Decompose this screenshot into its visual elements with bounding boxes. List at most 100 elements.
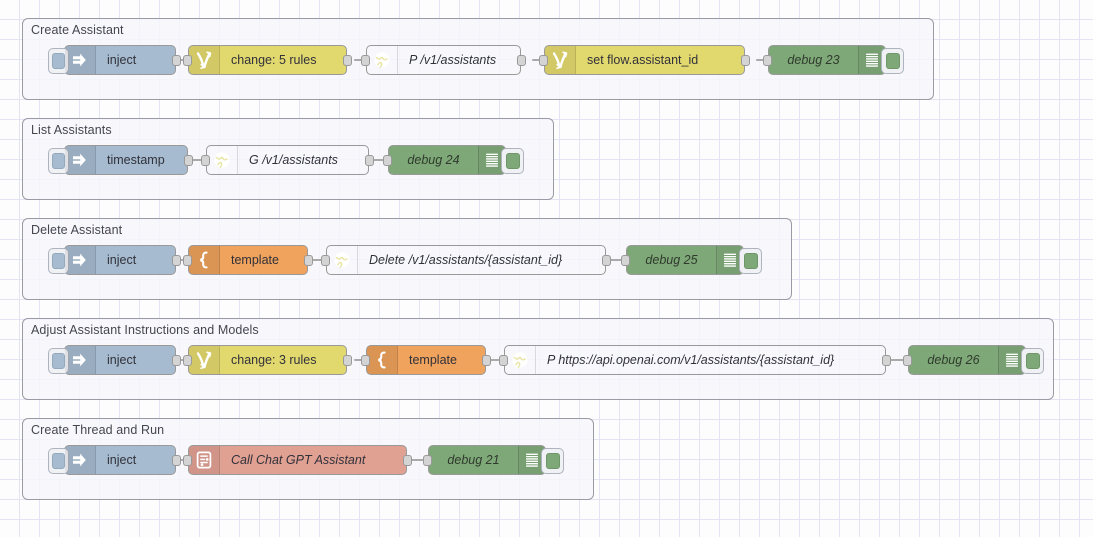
node-output-port[interactable] [882, 355, 891, 366]
node-icon [207, 146, 238, 174]
http-request-node[interactable]: G /v1/assistants [201, 145, 374, 175]
inject-trigger-button[interactable] [48, 148, 69, 174]
inject-node[interactable]: inject [48, 445, 181, 475]
globe-icon [214, 152, 230, 168]
http-request-node[interactable]: P https://api.openai.com/v1/assistants/{… [499, 345, 891, 375]
node-output-port[interactable] [482, 355, 491, 366]
http-request-node[interactable]: Delete /v1/assistants/{assistant_id} [321, 245, 611, 275]
node-output-port[interactable] [741, 55, 750, 66]
debug-toggle-button[interactable] [739, 248, 762, 274]
debug-node[interactable]: debug 26 [903, 345, 1044, 375]
inject-node[interactable]: timestamp [48, 145, 193, 175]
debug-toggle-button[interactable] [881, 48, 904, 74]
wire[interactable] [176, 459, 188, 461]
wire[interactable] [886, 359, 908, 361]
http-request-node[interactable]: P /v1/assistants [361, 45, 526, 75]
node-input-port[interactable] [383, 155, 392, 166]
wire[interactable] [308, 259, 326, 261]
node-output-port[interactable] [517, 55, 526, 66]
node-output-port[interactable] [343, 55, 352, 66]
globe-icon [374, 52, 390, 68]
inject-trigger-button[interactable] [48, 248, 69, 274]
inject-trigger-button[interactable] [48, 48, 69, 74]
debug-toggle-button[interactable] [501, 148, 524, 174]
wire[interactable] [176, 359, 188, 361]
node-input-port[interactable] [423, 455, 432, 466]
inject-node[interactable]: inject [48, 45, 181, 75]
debug-lines-icon [486, 153, 498, 167]
node-label: timestamp [107, 153, 165, 167]
node-input-port[interactable] [183, 55, 192, 66]
node-output-port[interactable] [172, 355, 181, 366]
node-label: debug 24 [407, 153, 460, 167]
node-label: G /v1/assistants [249, 153, 338, 167]
node-input-port[interactable] [903, 355, 912, 366]
node-output-port[interactable] [172, 455, 181, 466]
node-input-port[interactable] [763, 55, 772, 66]
wire[interactable] [407, 459, 428, 461]
wire[interactable] [188, 159, 206, 161]
node-output-port[interactable] [343, 355, 352, 366]
node-input-port[interactable] [621, 255, 630, 266]
node-output-port[interactable] [403, 455, 412, 466]
node-output-port[interactable] [304, 255, 313, 266]
change-node[interactable]: change: 5 rules [183, 45, 352, 75]
node-label: P /v1/assistants [409, 53, 497, 67]
template-brace-icon [378, 351, 386, 369]
template-node[interactable]: template [183, 245, 313, 275]
node-icon [189, 446, 220, 474]
wire[interactable] [369, 159, 388, 161]
debug-toggle-knob [885, 53, 900, 69]
chatgpt-node[interactable]: Call Chat GPT Assistant [183, 445, 412, 475]
debug-node[interactable]: debug 25 [621, 245, 762, 275]
node-input-port[interactable] [183, 255, 192, 266]
debug-toggle-knob [1025, 353, 1040, 369]
node-input-port[interactable] [183, 355, 192, 366]
inject-trigger-knob [52, 353, 65, 369]
node-input-port[interactable] [499, 355, 508, 366]
wire[interactable] [176, 259, 188, 261]
group-label: Delete Assistant [31, 223, 123, 237]
change-node-2[interactable]: set flow.assistant_id [539, 45, 750, 75]
node-input-port[interactable] [183, 455, 192, 466]
debug-node[interactable]: debug 21 [423, 445, 564, 475]
wire[interactable] [532, 59, 544, 61]
debug-lines-icon-box [998, 346, 1025, 374]
node-output-port[interactable] [172, 255, 181, 266]
node-output-port[interactable] [365, 155, 374, 166]
node-icon [367, 346, 398, 374]
wire[interactable] [486, 359, 504, 361]
wire[interactable] [354, 59, 366, 61]
node-icon [65, 446, 96, 474]
node-output-port[interactable] [602, 255, 611, 266]
inject-node[interactable]: inject [48, 245, 181, 275]
node-input-port[interactable] [361, 355, 370, 366]
change-node[interactable]: change: 3 rules [183, 345, 352, 375]
inject-node[interactable]: inject [48, 345, 181, 375]
wire[interactable] [354, 359, 366, 361]
node-input-port[interactable] [539, 55, 548, 66]
debug-node[interactable]: debug 23 [763, 45, 904, 75]
node-icon [189, 246, 220, 274]
debug-toggle-button[interactable] [1021, 348, 1044, 374]
debug-node[interactable]: debug 24 [383, 145, 524, 175]
debug-lines-icon-box [518, 446, 545, 474]
inject-trigger-button[interactable] [48, 348, 69, 374]
wire[interactable] [606, 259, 626, 261]
node-input-port[interactable] [321, 255, 330, 266]
node-output-port[interactable] [172, 55, 181, 66]
wire[interactable] [756, 59, 768, 61]
inject-trigger-button[interactable] [48, 448, 69, 474]
debug-toggle-button[interactable] [541, 448, 564, 474]
node-label: inject [107, 453, 137, 467]
node-icon [505, 346, 536, 374]
node-input-port[interactable] [361, 55, 370, 66]
template-node[interactable]: template [361, 345, 491, 375]
debug-lines-icon [724, 253, 736, 267]
node-input-port[interactable] [201, 155, 210, 166]
node-label: template [409, 353, 457, 367]
inject-arrow-icon [73, 153, 86, 167]
node-output-port[interactable] [184, 155, 193, 166]
wire[interactable] [176, 59, 188, 61]
